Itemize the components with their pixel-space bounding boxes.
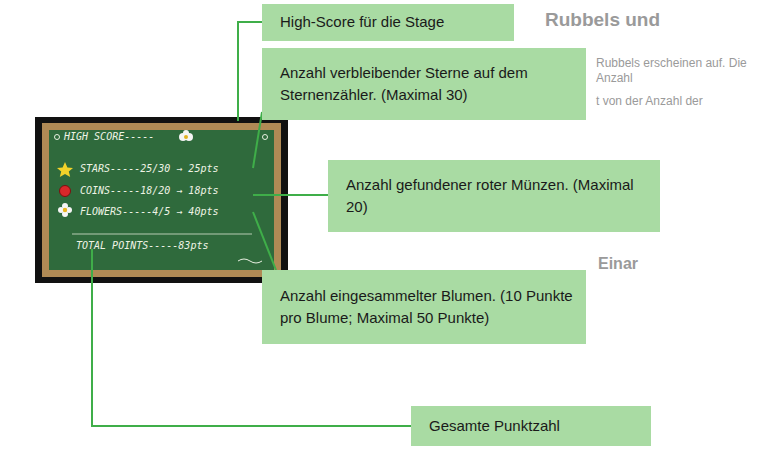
board-dot <box>55 135 60 140</box>
callout-text: Gesamte Punktzahl <box>429 415 639 438</box>
leader-line <box>253 212 276 270</box>
board-wood <box>42 123 281 277</box>
scoreboard-text: COINS-----18/20 → 18pts <box>80 185 218 196</box>
board-green <box>49 130 274 270</box>
callout-text: High-Score für die Stage <box>280 11 502 34</box>
callout-box: Anzahl verbleibender Sterne auf dem Ster… <box>262 48 586 120</box>
scoreboard-text: STARS-----25/30 → 25pts <box>80 163 218 174</box>
scoreboard-text: HIGH SCORE----- <box>64 131 154 142</box>
background-text: t von der Anzahl der <box>596 94 756 109</box>
callout-box: Gesamte Punktzahl <box>411 406 651 446</box>
callout-text: Anzahl verbleibender Sterne auf dem Ster… <box>280 62 574 107</box>
background-text: Rubbels und <box>545 8 755 32</box>
callout-box: Anzahl eingesammelter Blumen. (10 Punkte… <box>262 270 586 344</box>
highscore-flower-icon <box>179 130 193 141</box>
callout-text: Anzahl eingesammelter Blumen. (10 Punkte… <box>280 285 574 330</box>
board-rule <box>72 234 252 235</box>
callout-text: Anzahl gefundener roter Münzen. (Maximal… <box>346 174 648 219</box>
scoreboard-text: FLOWERS-----4/5 → 40pts <box>80 206 218 217</box>
scoreboard-text: TOTAL POINTS-----83pts <box>76 240 208 251</box>
board-frame <box>35 117 288 283</box>
board-dot <box>263 135 268 140</box>
callout-box: Anzahl gefundener roter Münzen. (Maximal… <box>328 160 660 232</box>
leader-line <box>253 194 328 196</box>
callout-box: High-Score für die Stage <box>262 4 514 41</box>
background-text: Einar <box>598 254 748 274</box>
background-text: Rubbels erscheinen auf. Die Anzahl <box>596 56 756 86</box>
leader-line <box>253 112 262 168</box>
board-squiggle <box>238 259 262 263</box>
star-icon <box>57 162 73 177</box>
leader-line <box>238 22 262 121</box>
red-coin-icon <box>60 186 71 197</box>
flower-icon <box>58 203 72 217</box>
